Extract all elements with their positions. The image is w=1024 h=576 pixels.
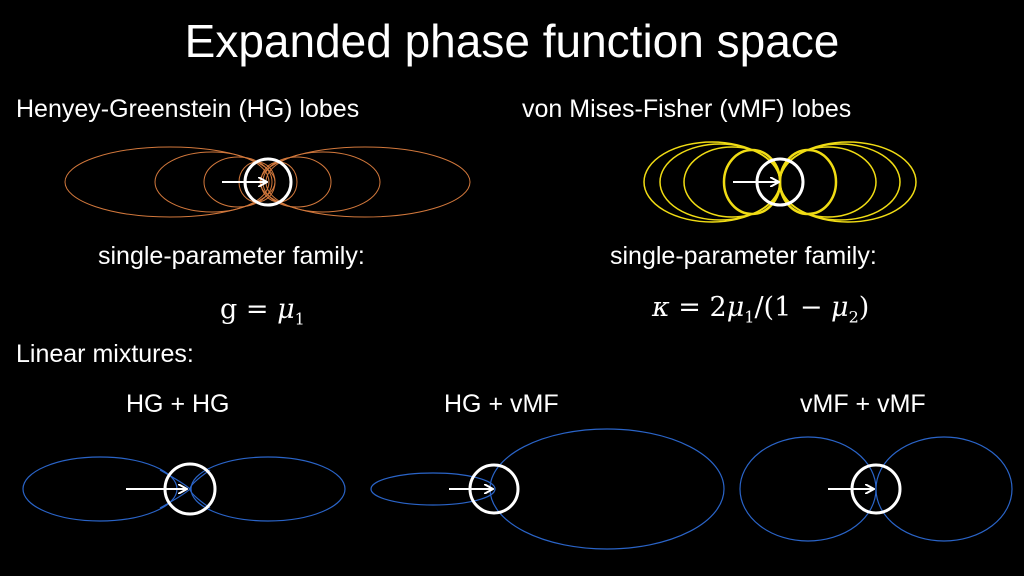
hg-lobe xyxy=(265,151,381,213)
hg-lobe xyxy=(154,151,270,213)
vmf-family-label: single-parameter family: xyxy=(610,242,877,270)
slide-title: Expanded phase function space xyxy=(184,15,840,67)
vmf-lobes-heading: von Mises-Fisher (vMF) lobes xyxy=(522,95,852,123)
mixture-hg-hg-unit-circle xyxy=(126,462,217,516)
linear-mixtures-label: Linear mixtures: xyxy=(16,340,194,368)
mixture-vmf-vmf-diagram xyxy=(739,436,1013,542)
hg-formula: g = μ1 xyxy=(220,294,305,329)
hg-family-label: single-parameter family: xyxy=(98,242,365,270)
mixture-label-vmf-vmf: vMF + vMF xyxy=(800,390,926,418)
vmf-unit-circle xyxy=(733,157,805,207)
mixture-lobe xyxy=(190,456,346,522)
mixture-label-hg-hg: HG + HG xyxy=(126,390,230,418)
mixture-lobe xyxy=(189,469,211,509)
mixture-lobe xyxy=(489,428,725,550)
hg-lobes-heading: Henyey-Greenstein (HG) lobes xyxy=(16,95,360,123)
mixture-hg-vmf-diagram xyxy=(370,428,725,550)
mixture-hg-vmf-unit-circle xyxy=(449,463,520,515)
vmf-lobe xyxy=(778,148,838,216)
vmf-lobe xyxy=(779,146,877,218)
mixture-lobe xyxy=(370,472,496,506)
vmf-formula: κ = 2μ1/(1 − μ2) xyxy=(652,292,870,327)
vmf-lobes-diagram xyxy=(643,141,917,223)
hg-lobe xyxy=(203,156,273,208)
mixture-label-hg-vmf: HG + vMF xyxy=(444,390,559,418)
hg-lobes-diagram xyxy=(64,146,471,218)
hg-unit-circle xyxy=(222,157,293,207)
mixture-vmf-vmf-unit-circle xyxy=(828,463,902,515)
mixture-lobe xyxy=(875,436,1013,542)
